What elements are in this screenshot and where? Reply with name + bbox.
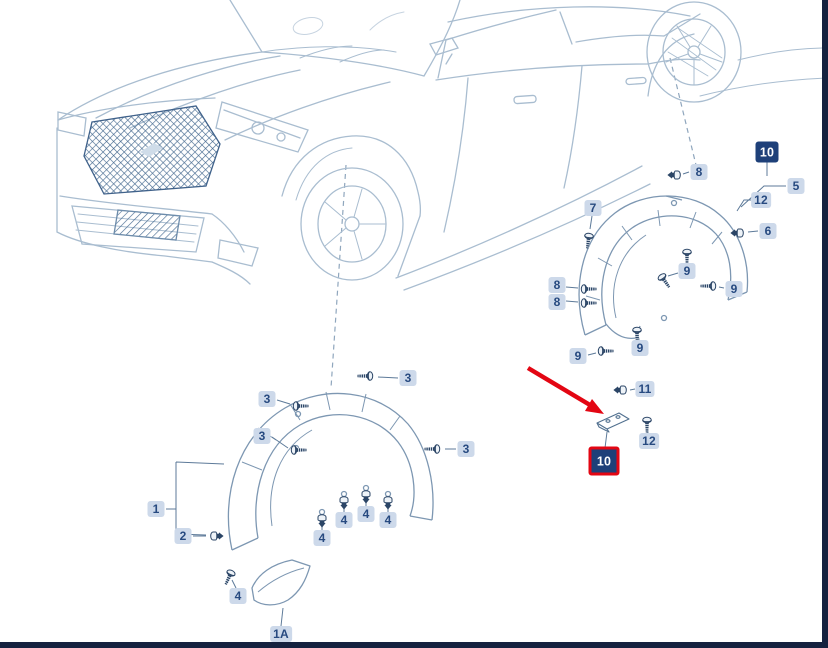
red-arrow-annotation [526,366,604,414]
callout-10-header[interactable]: 10 [755,141,779,163]
callout-8[interactable]: 8 [548,294,566,310]
callout-3[interactable]: 3 [399,370,417,386]
callout-2[interactable]: 2 [174,528,192,544]
callout-3[interactable]: 3 [457,441,475,457]
callout-4[interactable]: 4 [379,512,397,528]
callout-1A[interactable]: 1A [270,626,292,642]
callout-9[interactable]: 9 [569,348,587,364]
screw-icon [424,444,441,454]
callout-12[interactable]: 12 [751,192,771,208]
callout-10-selected[interactable]: 10 [588,446,620,476]
clip-icon [612,385,627,395]
callout-7[interactable]: 7 [584,200,602,216]
callout-3[interactable]: 3 [258,391,276,407]
clip-icon [210,531,225,541]
wheel-housing-liner-left [227,391,434,606]
callout-9[interactable]: 9 [678,263,696,279]
callout-4[interactable]: 4 [335,512,353,528]
callout-11[interactable]: 11 [635,381,655,397]
callout-4[interactable]: 4 [229,588,247,604]
callout-8[interactable]: 8 [690,164,708,180]
screw-icon [357,371,374,381]
screw-icon [597,346,614,356]
bracket-part-10 [596,412,630,433]
dashed-leader-lines [330,57,697,389]
callout-12[interactable]: 12 [639,433,659,449]
car-illustration [56,0,822,291]
callout-3[interactable]: 3 [253,428,271,444]
clip-icon [666,170,681,180]
callout-8[interactable]: 8 [548,277,566,293]
callout-9[interactable]: 9 [631,340,649,356]
callout-6[interactable]: 6 [759,223,777,239]
callout-5[interactable]: 5 [787,178,805,194]
callout-1[interactable]: 1 [147,501,165,517]
wheel-housing-liner-right [578,195,749,340]
screw-icon [642,416,652,433]
callout-4[interactable]: 4 [357,506,375,522]
callout-9[interactable]: 9 [725,281,743,297]
callout-4[interactable]: 4 [313,530,331,546]
